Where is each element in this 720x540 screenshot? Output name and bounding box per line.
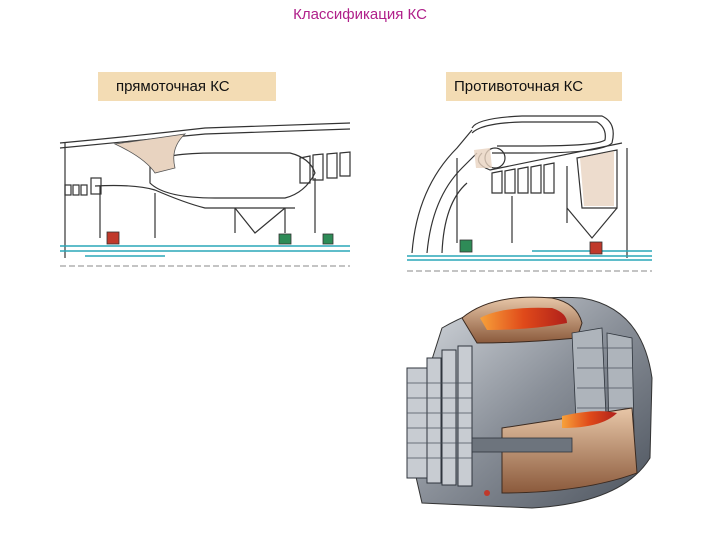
straight-flow-combustor-schematic xyxy=(59,122,351,267)
straight-flow-label-text: прямоточная КС xyxy=(116,78,230,95)
page-title: Классификация КС xyxy=(293,6,427,23)
reverse-flow-label-text: Противоточная КС xyxy=(454,78,584,95)
reverse-flow-label: Противоточная КС xyxy=(446,72,622,101)
reverse-flow-combustor-schematic xyxy=(407,115,652,272)
engine-cutaway-illustration xyxy=(406,296,653,509)
straight-flow-label: прямоточная КС xyxy=(98,72,276,101)
